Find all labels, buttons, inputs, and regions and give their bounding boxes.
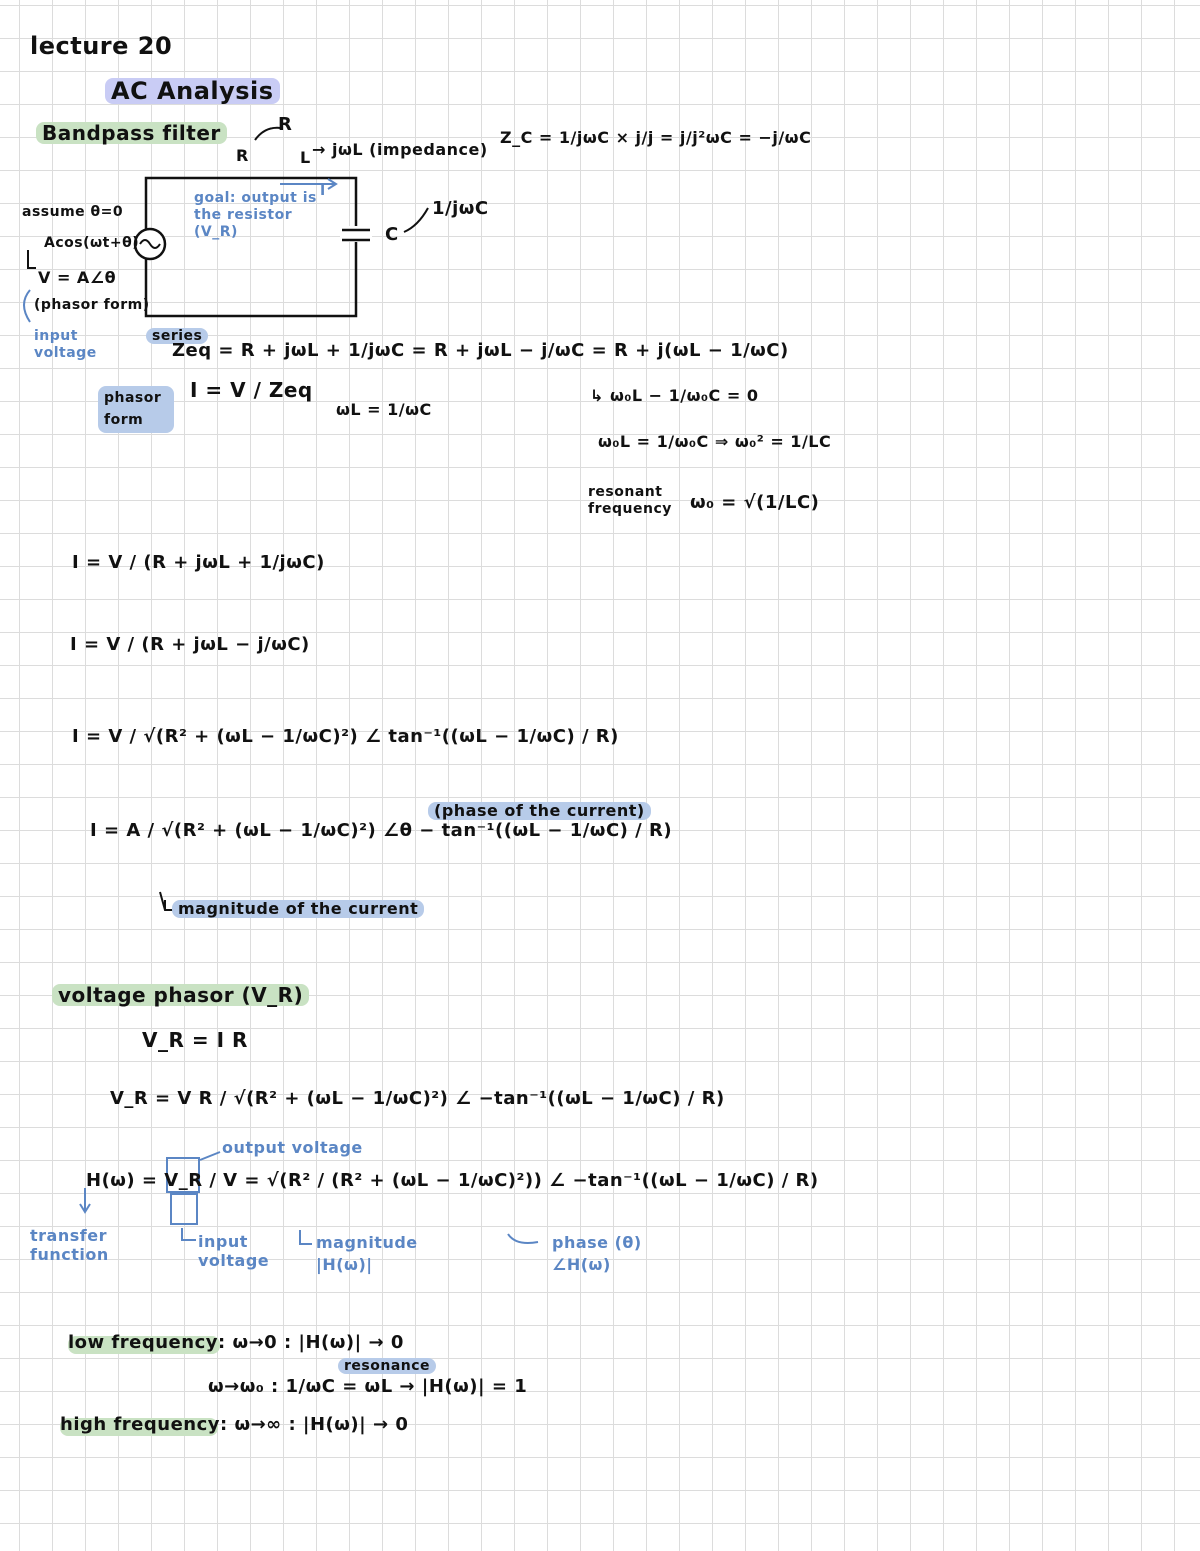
phasor-current-equation: I = V / Zeq	[190, 378, 313, 402]
cap-impedance: 1/jωC	[432, 198, 489, 219]
label-r-small: R	[236, 146, 249, 165]
voltage-phasor-title: voltage phasor (V_R)	[52, 984, 310, 1006]
label-l: L	[300, 148, 311, 167]
phase-of-current-note: (phase of the current)	[428, 802, 651, 820]
resonant-frequency-equation: ω₀ = √(1/LC)	[690, 492, 820, 513]
voltage-eq-2: V_R = V R / √(R² + (ωL − 1/ωC)²) ∠ −tan⁻…	[110, 1088, 725, 1109]
section-bandpass: Bandpass filter	[36, 122, 227, 144]
magnitude-label: magnitude |H(ω)|	[316, 1233, 418, 1275]
input-voltage-note: input voltage	[34, 328, 97, 361]
omega-solve: ω₀L = 1/ω₀C ⇒ ω₀² = 1/LC	[598, 432, 832, 451]
phasor-form-note: (phasor form)	[34, 297, 150, 313]
series-label: series	[146, 328, 209, 344]
zeq-equation: Zeq = R + jωL + 1/jωC = R + jωL − j/ωC =…	[172, 340, 789, 361]
impedance-c-equation: Z_C = 1/jωC × j/j = j/j²ωC = −j/ωC	[500, 128, 812, 147]
phase-label: phase (θ) ∠H(ω)	[552, 1233, 642, 1275]
transfer-function-equation: H(ω) = V_R / V = √(R² / (R² + (ωL − 1/ωC…	[86, 1170, 819, 1191]
current-eq-1: I = V / (R + jωL + 1/jωC)	[72, 552, 325, 573]
assume-theta: assume θ=0	[22, 204, 124, 220]
resonance-limit: ω→ω₀ : 1/ωC = ωL → |H(ω)| = 1	[208, 1376, 528, 1397]
low-frequency-limit: low frequency: ω→0 : |H(ω)| → 0	[68, 1332, 404, 1354]
transfer-function-label: transfer function	[30, 1226, 109, 1265]
current-eq-4: I = A / √(R² + (ωL − 1/ωC)²) ∠θ − tan⁻¹(…	[90, 820, 673, 841]
source-expression: Acos(ωt+θ)	[44, 235, 140, 251]
resonance-condition: ↳ ω₀L − 1/ω₀C = 0	[590, 386, 759, 405]
impedance-l: → jωL (impedance)	[312, 140, 488, 159]
goal-note: goal: output is the resistor (V_R)	[194, 190, 317, 240]
input-voltage-box	[170, 1193, 198, 1225]
label-c: C	[385, 224, 399, 245]
resonant-frequency-label: resonant frequency	[588, 484, 672, 517]
output-voltage-box	[166, 1157, 200, 1193]
phasor-form-label: phasor form	[98, 386, 174, 433]
high-frequency-text: high frequency: ω→∞ : |H(ω)| → 0	[60, 1414, 409, 1435]
omega-l-equality: ωL = 1/ωC	[336, 400, 432, 419]
lecture-title: lecture 20	[30, 32, 173, 60]
input-voltage-label: input voltage	[198, 1232, 270, 1271]
topic-title: AC Analysis	[105, 78, 280, 104]
current-eq-2: I = V / (R + jωL − j/ωC)	[70, 634, 310, 655]
low-frequency-text: low frequency: ω→0 : |H(ω)| → 0	[68, 1332, 404, 1353]
phasor-source: V = A∠θ	[38, 268, 117, 287]
magnitude-of-current-note: magnitude of the current	[172, 900, 425, 918]
resonance-label: resonance	[338, 1358, 437, 1374]
current-label: I	[320, 183, 326, 199]
output-voltage-note: output voltage	[222, 1138, 363, 1157]
high-frequency-limit: high frequency: ω→∞ : |H(ω)| → 0	[60, 1414, 409, 1436]
label-r: R	[278, 114, 293, 135]
current-eq-3: I = V / √(R² + (ωL − 1/ωC)²) ∠ tan⁻¹((ωL…	[72, 726, 619, 747]
voltage-eq-1: V_R = I R	[142, 1028, 248, 1052]
